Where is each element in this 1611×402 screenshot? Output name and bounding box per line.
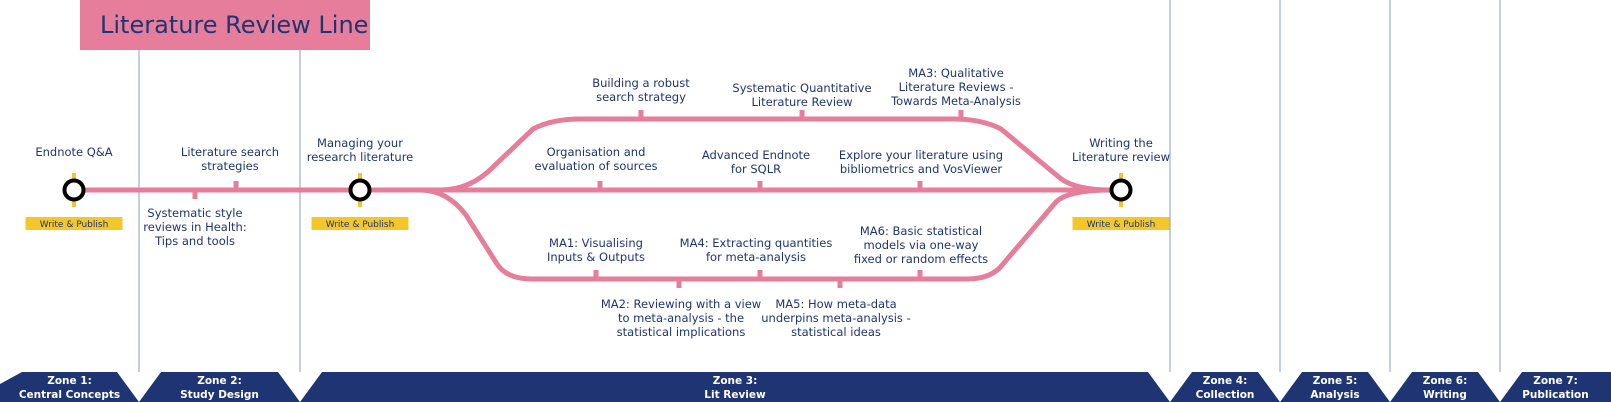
upper-branch-line (439, 116, 1113, 193)
write-publish-badge (25, 217, 123, 230)
zone-number: Zone 3: (713, 375, 758, 387)
zone-number: Zone 1: (47, 375, 92, 387)
zone-number: Zone 7: (1533, 375, 1578, 387)
advanced-endnote-sqlr-tick (757, 181, 763, 190)
organisation-evaluation-tick (597, 181, 603, 190)
ma4-extracting-quantities-tick (757, 270, 763, 279)
zone-tab-shape (1170, 372, 1280, 402)
zone-tab-1: Zone 1: Central Concepts (0, 372, 139, 402)
zone-name: Collection (1196, 389, 1255, 401)
literature-search-strategies-tick (233, 181, 239, 190)
zone-name: Lit Review (704, 389, 766, 401)
title-banner: Literature Review Line (80, 0, 370, 50)
ma6-basic-statistical-models-tick (917, 270, 923, 279)
zone-tabs: Zone 1: Central Concepts Zone 2: Study Desi… (0, 372, 1611, 402)
zone-tab-7: Zone 7: Publication (1500, 372, 1611, 402)
zone-tab-shape (1500, 372, 1611, 402)
zone-tab-5: Zone 5: Analysis (1280, 372, 1390, 402)
page-title: Literature Review Line (100, 11, 369, 39)
stop-ticks (192, 110, 964, 288)
zone-name: Analysis (1310, 389, 1359, 401)
zone-tab-6: Zone 6: Writing (1390, 372, 1500, 402)
zone-tab-2: Zone 2: Study Design (139, 372, 300, 402)
station-ring-icon (62, 178, 86, 202)
write-publish-badge-text: Write & Publish (1087, 220, 1156, 230)
zone-tab-3: Zone 3: Lit Review (300, 372, 1170, 402)
zone-tab-shape (0, 372, 139, 402)
building-robust-search-tick (638, 110, 644, 119)
systematic-style-reviews-tick (192, 190, 198, 199)
zone-tab-4: Zone 4: Collection (1170, 372, 1280, 402)
zone-tab-shape (1280, 372, 1390, 402)
zone-name: Writing (1423, 389, 1467, 401)
zone-number: Zone 6: (1423, 375, 1468, 387)
zone-number: Zone 2: (197, 375, 242, 387)
ma3-qualitative-reviews-tick (958, 110, 964, 119)
write-publish-badge (1072, 217, 1170, 230)
zone-tab-shape (139, 372, 300, 402)
ma2-reviewing-meta-analysis-tick (676, 279, 682, 288)
endnote-qa-station: Write & Publish Endnote Q&A (25, 145, 123, 230)
systematic-quantitative-review-tick (799, 110, 805, 119)
zone-tab-shape (1390, 372, 1500, 402)
ma5-meta-data-tick (837, 279, 843, 288)
zone-name: Publication (1522, 389, 1589, 401)
zone-number: Zone 5: (1313, 375, 1358, 387)
zone-name: Central Concepts (19, 389, 120, 401)
ma1-visualising-tick (593, 270, 599, 279)
zone-name: Study Design (180, 389, 259, 401)
write-publish-badge-text: Write & Publish (326, 220, 395, 230)
explore-bibliometrics-tick (917, 181, 923, 190)
station-ring-icon (348, 178, 372, 202)
station-ring-icon (1109, 178, 1133, 202)
track-lines (71, 116, 1123, 282)
endnote-qa-label: Endnote Q&A (35, 145, 112, 159)
write-publish-badge-text: Write & Publish (40, 220, 109, 230)
zone-tab-shape (300, 372, 1170, 402)
zone-number: Zone 4: (1203, 375, 1248, 387)
write-publish-badge (311, 217, 409, 230)
zone-dividers (138, 0, 1501, 372)
lower-branch-line (419, 187, 1113, 282)
